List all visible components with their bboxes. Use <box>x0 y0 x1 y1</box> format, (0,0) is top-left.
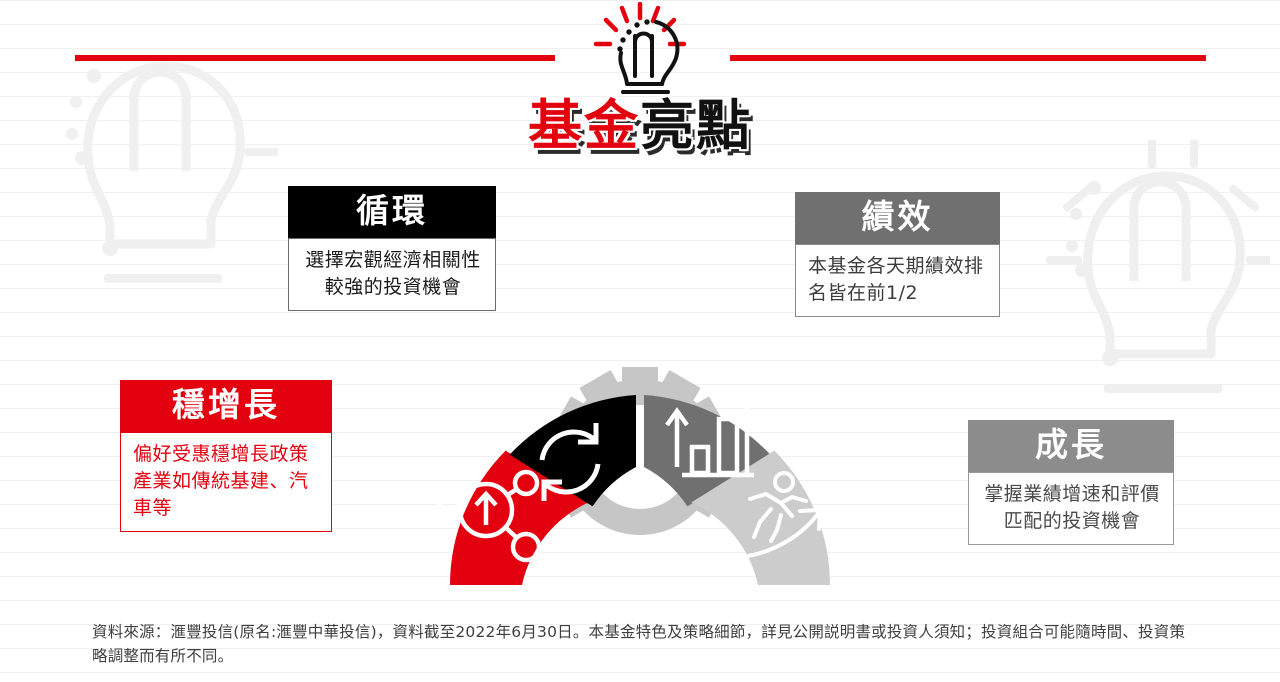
highlight-card-steady-growth[interactable]: 穩增長 偏好受惠穩增長政策產業如傳統基建、汽車等 <box>120 380 332 532</box>
arc-segment-growth <box>691 450 830 585</box>
highlight-card-performance-heading: 績效 <box>795 192 1000 244</box>
page-title-red: 基金 <box>528 94 640 157</box>
bar-chart-up-icon <box>665 403 754 478</box>
fund-highlights-arc-diagram <box>330 275 950 594</box>
network-up-arrow-icon <box>436 469 542 563</box>
highlight-card-growth-heading: 成長 <box>968 420 1174 472</box>
highlight-card-cycle-heading: 循環 <box>288 186 496 238</box>
refresh-cycle-icon <box>539 423 601 501</box>
highlight-card-steady-growth-body: 偏好受惠穩增長政策產業如傳統基建、汽車等 <box>120 431 332 532</box>
highlight-card-cycle-body: 選擇宏觀經濟相關性較強的投資機會 <box>288 237 496 311</box>
lightbulb-watermark-icon <box>48 36 280 330</box>
page-title-black: 亮點 <box>640 94 752 157</box>
page-title: 基金亮點 <box>0 97 1280 155</box>
arc-segment-cycle <box>509 395 636 507</box>
divider-rule-left <box>75 55 555 61</box>
highlight-card-growth-body: 掌握業績增速和評價匹配的投資機會 <box>968 471 1174 545</box>
highlight-card-cycle[interactable]: 循環 選擇宏觀經濟相關性較強的投資機會 <box>288 186 496 311</box>
running-person-arrow-icon <box>740 471 822 559</box>
highlight-card-growth[interactable]: 成長 掌握業績增速和評價匹配的投資機會 <box>968 420 1174 545</box>
highlight-card-performance[interactable]: 績效 本基金各天期績效排名皆在前1/2 <box>795 192 1000 317</box>
highlight-card-steady-growth-heading: 穩增長 <box>120 380 332 432</box>
divider-rule-right <box>730 55 1206 61</box>
source-footnote: 資料來源：滙豐投信(原名:滙豐中華投信)，資料截至2022年6月30日。本基金特… <box>92 623 1186 666</box>
lightbulb-watermark-icon <box>1040 134 1280 434</box>
highlight-card-performance-body: 本基金各天期績效排名皆在前1/2 <box>795 243 1000 317</box>
lightbulb-icon <box>580 1 700 102</box>
